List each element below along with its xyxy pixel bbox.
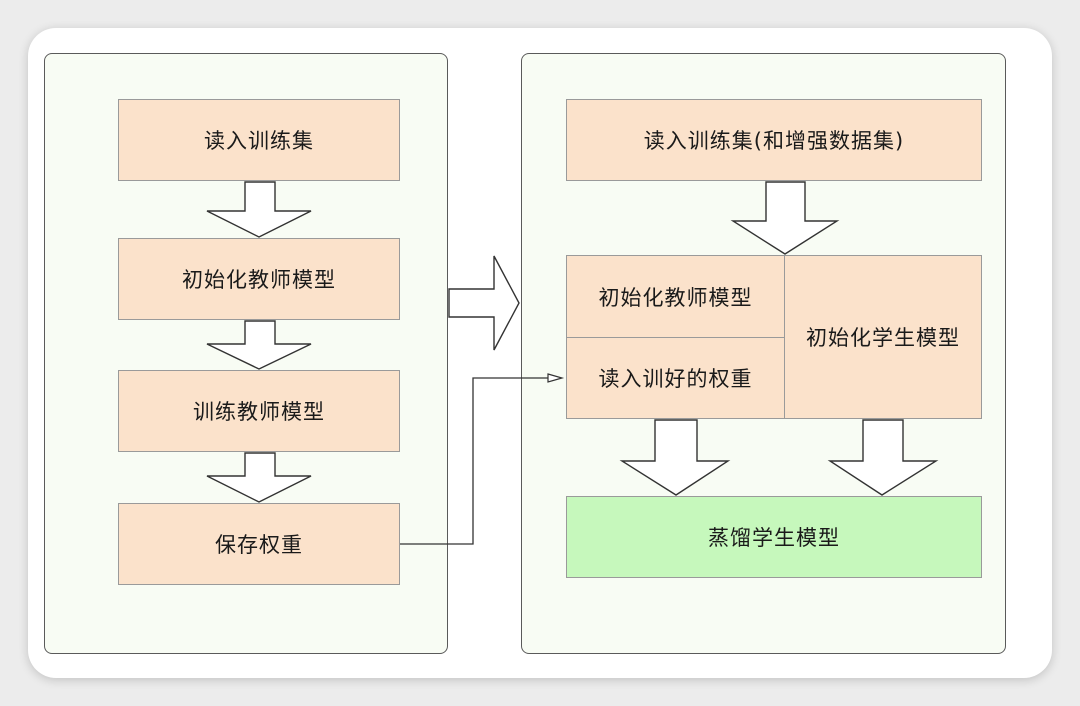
- down-arrow-icon: [206, 181, 312, 238]
- down-arrow-icon: [619, 419, 731, 496]
- step-save-weights: 保存权重: [118, 503, 400, 585]
- step-init-teacher-model-right: 初始化教师模型: [566, 255, 785, 338]
- step-train-teacher-model: 训练教师模型: [118, 370, 400, 452]
- down-arrow-icon: [827, 419, 939, 496]
- down-arrow-icon: [206, 452, 312, 503]
- down-arrow-icon: [206, 320, 312, 370]
- weights-connector-line: [400, 377, 550, 545]
- step-load-trained-weights: 读入训好的权重: [566, 337, 785, 419]
- step-read-training-and-augmented-set: 读入训练集(和增强数据集): [566, 99, 982, 181]
- right-arrow-icon: [448, 255, 520, 351]
- down-arrow-icon: [730, 181, 840, 255]
- step-read-training-set: 读入训练集: [118, 99, 400, 181]
- step-init-student-model: 初始化学生模型: [784, 255, 982, 419]
- step-distill-student-model: 蒸馏学生模型: [566, 496, 982, 578]
- step-init-teacher-model: 初始化教师模型: [118, 238, 400, 320]
- connector-arrowhead-icon: [547, 373, 565, 383]
